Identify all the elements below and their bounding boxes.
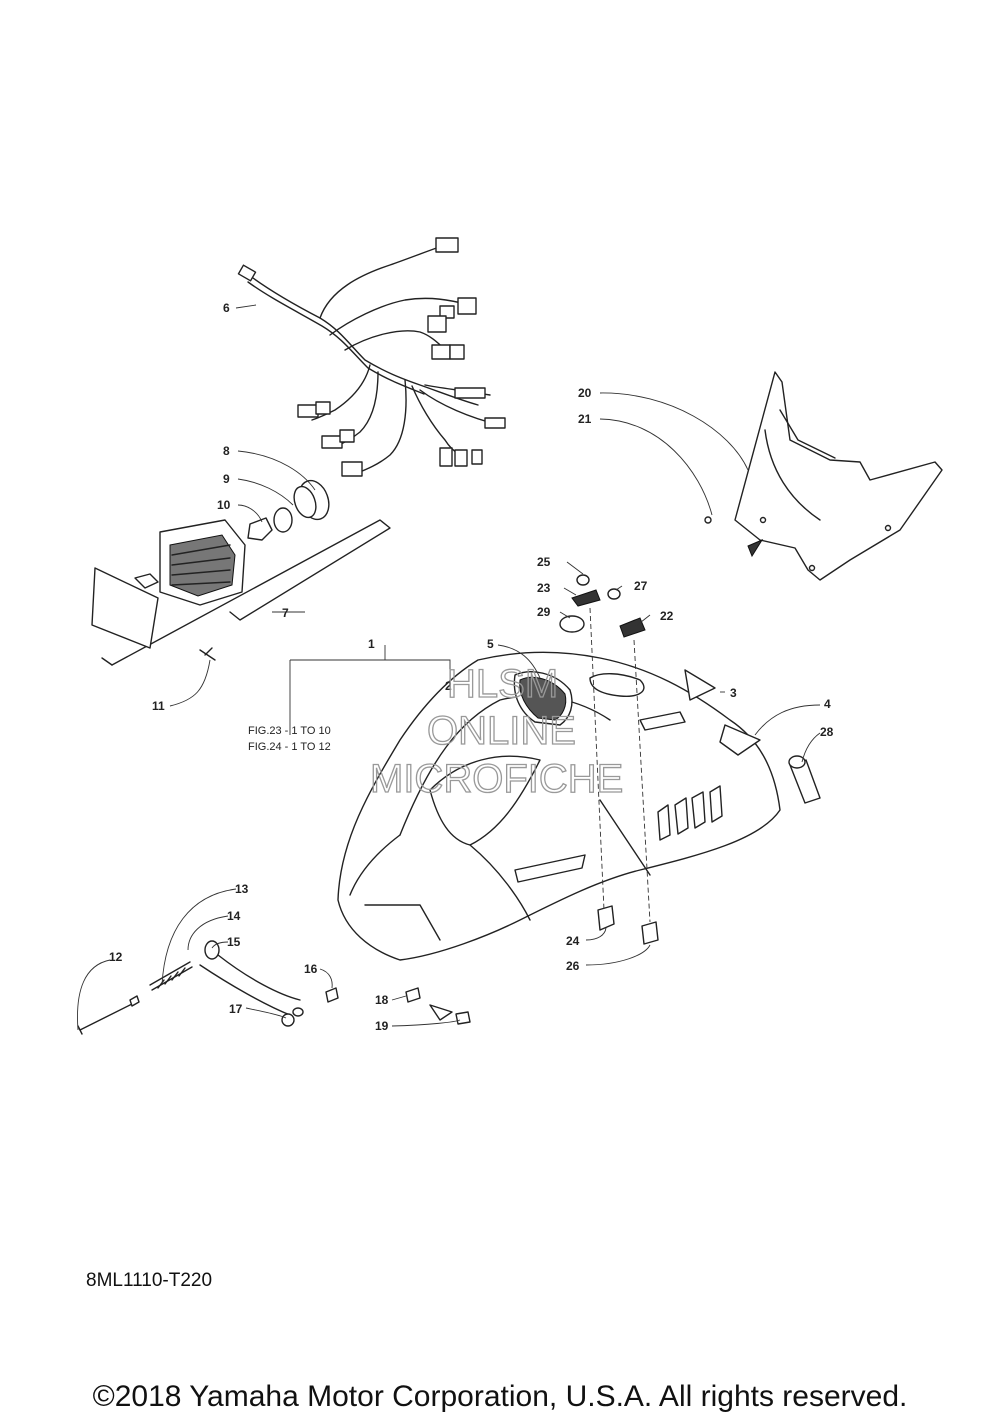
callout-labels: 1 2 3 4 5 6 7 8 9 10 11 12 13 14 15 16 1… xyxy=(109,301,834,1033)
callout-23: 23 xyxy=(537,581,551,595)
figure-reference-23: FIG.23 - 1 TO 10 xyxy=(248,725,331,737)
callout-12: 12 xyxy=(109,950,123,964)
callout-1: 1 xyxy=(368,637,375,651)
callout-28: 28 xyxy=(820,725,834,739)
callout-17: 17 xyxy=(229,1002,243,1016)
headlight-assembly xyxy=(91,479,391,666)
callout-15: 15 xyxy=(227,935,241,949)
callout-3: 3 xyxy=(730,686,737,700)
callout-7: 7 xyxy=(282,606,289,620)
callout-19: 19 xyxy=(375,1019,389,1033)
windshield xyxy=(704,371,943,581)
callout-8: 8 xyxy=(223,444,230,458)
callout-27: 27 xyxy=(634,579,648,593)
callout-10: 10 xyxy=(217,498,231,512)
watermark-line-3: MICROFICHE xyxy=(370,757,623,801)
watermark-line-2: ONLINE xyxy=(427,709,576,753)
callout-16: 16 xyxy=(304,962,318,976)
callout-18: 18 xyxy=(375,993,389,1007)
decals xyxy=(559,574,821,945)
watermark-line-1: HLSM xyxy=(447,662,558,706)
diagram-code: 8ML1110-T220 xyxy=(86,1270,213,1291)
callout-6: 6 xyxy=(223,301,230,315)
hardware xyxy=(77,940,471,1035)
callout-26: 26 xyxy=(566,959,580,973)
callout-4: 4 xyxy=(824,697,831,711)
callout-14: 14 xyxy=(227,909,241,923)
watermark: HLSM ONLINE MICROFICHE xyxy=(369,661,624,801)
hood xyxy=(337,651,781,961)
leader-lines xyxy=(77,304,821,1031)
callout-29: 29 xyxy=(537,605,551,619)
callout-20: 20 xyxy=(578,386,592,400)
callout-24: 24 xyxy=(566,934,580,948)
copyright-notice: ©2018 Yamaha Motor Corporation, U.S.A. A… xyxy=(92,1380,908,1413)
callout-13: 13 xyxy=(235,882,249,896)
callout-9: 9 xyxy=(223,472,230,486)
wiring-harness xyxy=(237,237,506,477)
callout-2: 2 xyxy=(445,679,452,693)
callout-5: 5 xyxy=(487,637,494,651)
callout-25: 25 xyxy=(537,555,551,569)
callout-21: 21 xyxy=(578,412,592,426)
callout-11: 11 xyxy=(152,699,165,713)
figure-reference-24: FIG.24 - 1 TO 12 xyxy=(248,741,331,753)
callout-22: 22 xyxy=(660,609,674,623)
